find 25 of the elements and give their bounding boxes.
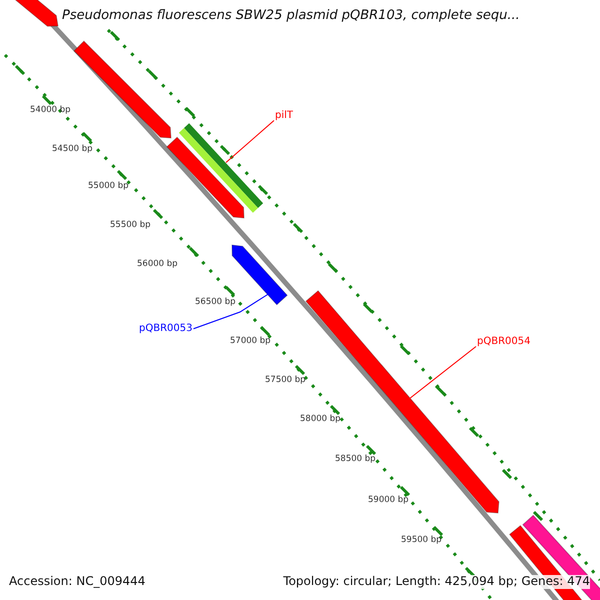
- tick-label: 56500 bp: [195, 298, 236, 308]
- tick-label: 54500 bp: [52, 145, 93, 155]
- title: Pseudomonas fluorescens SBW25 plasmid pQBR103, complete sequ...: [62, 9, 520, 24]
- leader-line: [192, 292, 270, 330]
- gene-label: pQBR0054: [477, 336, 530, 348]
- gene-bar: [522, 514, 600, 600]
- tick-label: 56000 bp: [137, 260, 178, 270]
- tick-label: 55500 bp: [110, 221, 151, 231]
- gene-label: pilT: [275, 110, 294, 122]
- tick-label: 58500 bp: [335, 455, 376, 465]
- gene-bar: [73, 40, 172, 139]
- tick-label: 58000 bp: [300, 415, 341, 425]
- info-text: Accession: NC_009444: [9, 575, 146, 589]
- gene-bar: [166, 136, 245, 219]
- info-text: Topology: circular; Length: 425,094 bp; Genes: 474: [283, 575, 590, 589]
- tick-label: 59500 bp: [401, 536, 442, 546]
- tick-label: 59000 bp: [368, 496, 409, 506]
- leader-line: [226, 120, 274, 163]
- tick-label: 55000 bp: [88, 182, 129, 192]
- gene-label: pQBR0053: [139, 323, 192, 334]
- leader-line: [408, 346, 476, 400]
- tick-label: 54000 bp: [30, 106, 71, 116]
- tick-label: 57000 bp: [230, 337, 271, 347]
- gene-bar: [178, 123, 264, 213]
- tick-label: 57500 bp: [265, 376, 306, 386]
